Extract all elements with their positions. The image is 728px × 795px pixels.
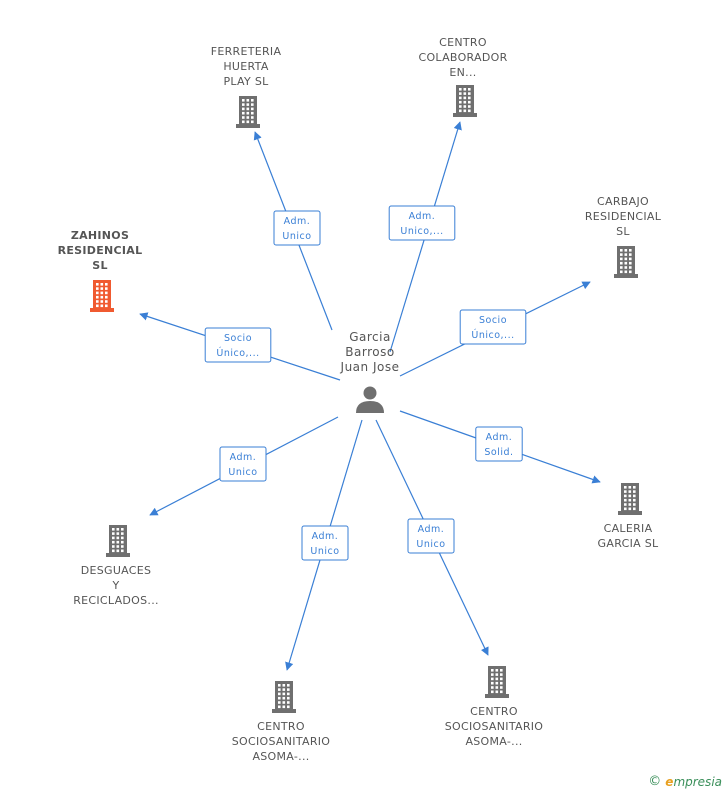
company-label-centro-socio-1[interactable]: CENTRO SOCIOSANITARIO ASOMA-... [232, 720, 331, 763]
company-name-line: SOCIOSANITARIO [232, 735, 331, 748]
company-label-centro-socio-2[interactable]: CENTRO SOCIOSANITARIO ASOMA-... [445, 705, 544, 748]
role-badge-desguaces[interactable]: Adm. Unico [219, 446, 267, 482]
role-badge-centro-socio-1[interactable]: Adm. Unico [301, 525, 349, 561]
company-name-line: CENTRO [470, 705, 518, 718]
company-name-line: CARBAJO [597, 195, 649, 208]
company-label-zahinos[interactable]: ZAHINOS RESIDENCIAL SL [58, 229, 143, 272]
role-text: Único,... [471, 329, 514, 341]
company-name-line: RECICLADOS... [73, 594, 159, 607]
role-text: Adm. [409, 211, 436, 222]
role-text: Adm. [418, 524, 445, 535]
brand-footer: © empresia [648, 774, 722, 789]
role-text: Solid. [484, 447, 513, 458]
company-name-line: ASOMA-... [252, 750, 309, 763]
company-name-line: PLAY SL [223, 75, 269, 88]
person-icon [356, 386, 384, 413]
building-icon[interactable] [614, 246, 638, 278]
building-icon[interactable] [272, 681, 296, 713]
company-name-line: GARCIA SL [598, 537, 659, 550]
company-name-line: HUERTA [223, 60, 268, 73]
company-name-line: SL [92, 259, 108, 272]
role-text: Unico,... [400, 226, 443, 237]
role-badge-centro-socio-2[interactable]: Adm. Unico [407, 518, 455, 554]
role-text: Adm. [230, 452, 257, 463]
role-badge-centro-colaborador[interactable]: Adm. Unico,... [388, 205, 456, 241]
company-name-line: COLABORADOR [418, 51, 507, 64]
person-name-line: Barroso [345, 345, 394, 359]
company-name-line: EN... [449, 66, 476, 79]
role-badge-ferreteria[interactable]: Adm. Unico [273, 210, 321, 246]
company-label-caleria[interactable]: CALERIA GARCIA SL [598, 522, 659, 550]
company-name-line: ZAHINOS [71, 229, 129, 242]
company-name-line: SOCIOSANITARIO [445, 720, 544, 733]
company-name-line: RESIDENCIAL [585, 210, 662, 223]
person-name-line: Garcia [349, 330, 391, 344]
role-text: Unico [228, 467, 257, 478]
role-text: Único,... [216, 347, 259, 359]
company-name-line: CENTRO [257, 720, 305, 733]
building-icon[interactable] [453, 85, 477, 117]
building-icon[interactable] [485, 666, 509, 698]
building-icon[interactable] [106, 525, 130, 557]
role-text: Adm. [284, 216, 311, 227]
role-text: Unico [282, 231, 311, 242]
role-text: Unico [416, 539, 445, 550]
company-name-line: RESIDENCIAL [58, 244, 143, 257]
company-name-line: CENTRO [439, 36, 487, 49]
role-text: Adm. [486, 432, 513, 443]
company-name-line: ASOMA-... [465, 735, 522, 748]
company-name-line: DESGUACES [81, 564, 152, 577]
building-icon[interactable] [236, 96, 260, 128]
company-name-line: Y [111, 579, 119, 592]
empresia-logo[interactable]: empresia [665, 774, 722, 789]
company-label-desguaces[interactable]: DESGUACES Y RECICLADOS... [73, 564, 159, 607]
company-name-line: SL [616, 225, 630, 238]
company-name-line: FERRETERIA [211, 45, 282, 58]
role-text: Unico [310, 546, 339, 557]
role-text: Socio [224, 333, 252, 344]
role-badge-caleria[interactable]: Adm. Solid. [475, 426, 523, 462]
building-icon[interactable] [618, 483, 642, 515]
building-icon[interactable] [90, 280, 114, 312]
company-label-carbajo[interactable]: CARBAJO RESIDENCIAL SL [585, 195, 662, 238]
role-badge-carbajo[interactable]: SocioÚnico,... [459, 309, 527, 345]
company-name-line: CALERIA [604, 522, 653, 535]
role-text: Socio [479, 315, 507, 326]
copyright-symbol: © [648, 774, 662, 789]
company-label-ferreteria[interactable]: FERRETERIA HUERTA PLAY SL [211, 45, 282, 88]
person-name-line: Juan Jose [340, 360, 400, 374]
company-label-centro-colaborador[interactable]: CENTRO COLABORADOR EN... [418, 36, 507, 79]
role-text: Adm. [312, 531, 339, 542]
role-badge-zahinos[interactable]: SocioÚnico,... [204, 327, 272, 363]
